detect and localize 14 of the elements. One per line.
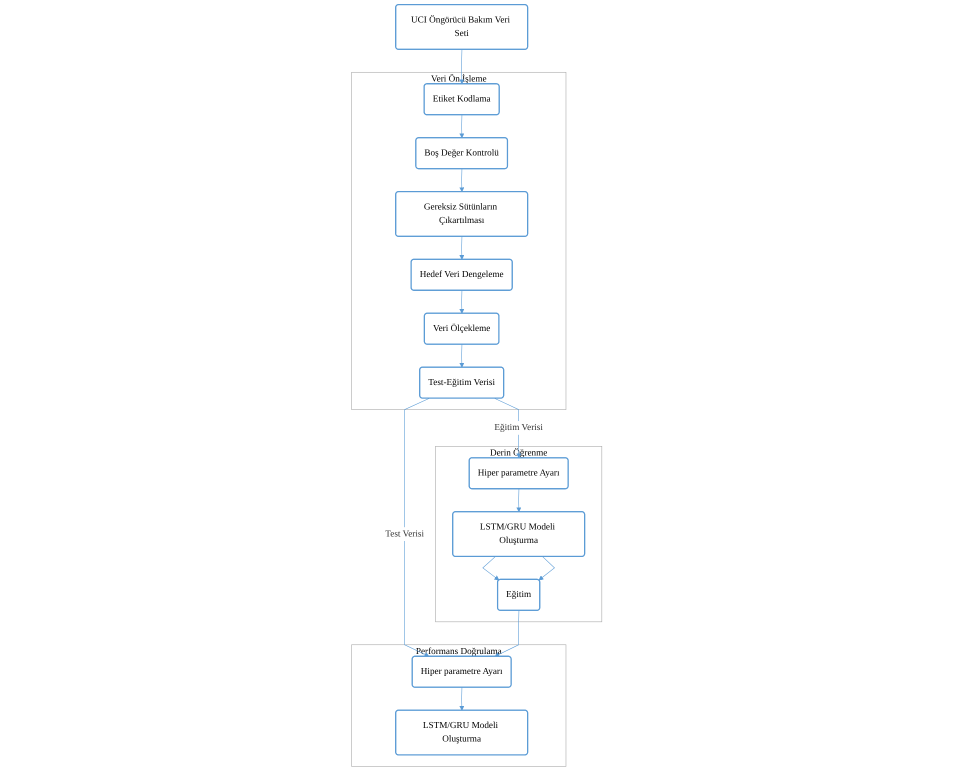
arrow	[482, 556, 500, 580]
arrow	[494, 610, 519, 657]
arrow	[516, 488, 522, 512]
arrow	[538, 556, 555, 580]
arrow	[459, 49, 464, 84]
arrow	[459, 290, 464, 314]
edge-label: Eğitim Verisi	[494, 422, 543, 433]
arrow	[404, 398, 430, 657]
arrow	[459, 344, 464, 368]
arrow	[459, 168, 464, 192]
arrow	[459, 687, 464, 711]
arrow	[459, 114, 464, 138]
edge-label: Test Verisi	[385, 528, 424, 539]
arrow	[459, 236, 464, 260]
